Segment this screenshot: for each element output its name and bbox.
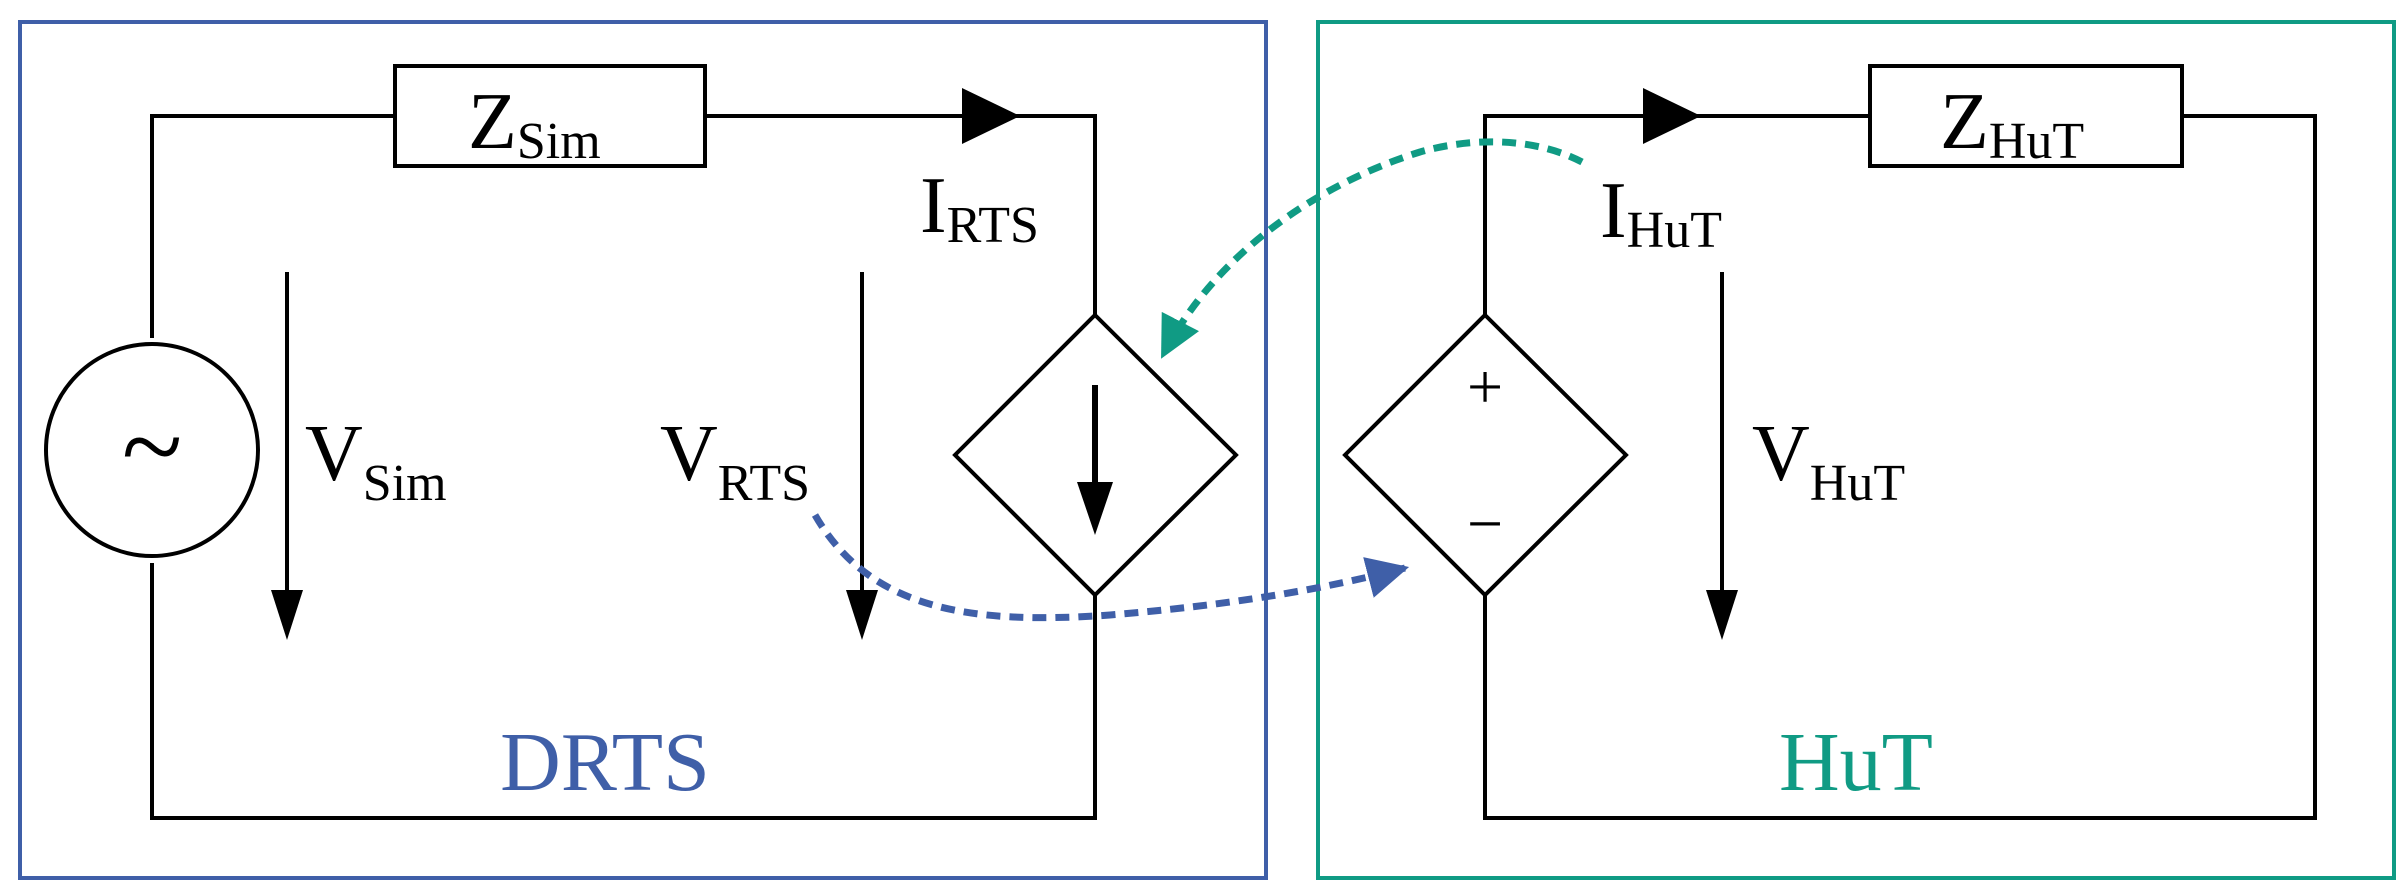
impedance-z-hut xyxy=(1868,64,2184,168)
voltage-arrow-v-hut xyxy=(1706,272,1738,640)
voltage-arrow-v-sim xyxy=(271,272,303,640)
impedance-z-sim xyxy=(393,64,707,168)
current-i-hut-label: IHuT xyxy=(1600,167,1722,259)
plus-sign: + xyxy=(1467,351,1503,422)
current-arrow-i-hut xyxy=(1643,88,1701,144)
controlled-current-source-icon xyxy=(952,312,1239,598)
drts-region-label: DRTS xyxy=(500,716,710,809)
minus-sign: − xyxy=(1467,488,1503,559)
drts-circuit: ~ ZSim IRTS VSim VRTS DRTS xyxy=(44,64,1239,820)
controlled-voltage-source-icon: + − xyxy=(1342,312,1629,598)
voltage-v-rts-label: VRTS xyxy=(660,410,810,512)
current-coupling-arrow xyxy=(1159,138,1584,359)
current-arrow-i-rts xyxy=(962,88,1020,144)
impedance-z-sim-label: ZSim xyxy=(468,78,601,170)
ac-voltage-source-icon: ~ xyxy=(44,342,260,558)
drts-region-box xyxy=(18,20,1268,880)
drts-wire-top xyxy=(150,114,1097,338)
drts-wire-bottom xyxy=(150,563,1097,820)
voltage-arrow-v-rts xyxy=(846,272,878,640)
hut-circuit: IHuT ZHuT VHuT + − HuT xyxy=(1342,64,2317,820)
voltage-coupling-arrow xyxy=(811,513,1410,622)
current-i-rts-label: IRTS xyxy=(920,162,1039,254)
voltage-v-hut-label: VHuT xyxy=(1752,410,1905,512)
voltage-v-sim-label: VSim xyxy=(305,410,447,512)
ac-source-symbol: ~ xyxy=(122,385,183,509)
hut-region-box xyxy=(1316,20,2396,880)
impedance-z-hut-label: ZHuT xyxy=(1940,78,2084,170)
hut-wire-top xyxy=(1483,114,2317,820)
hut-region-label: HuT xyxy=(1779,716,1933,809)
